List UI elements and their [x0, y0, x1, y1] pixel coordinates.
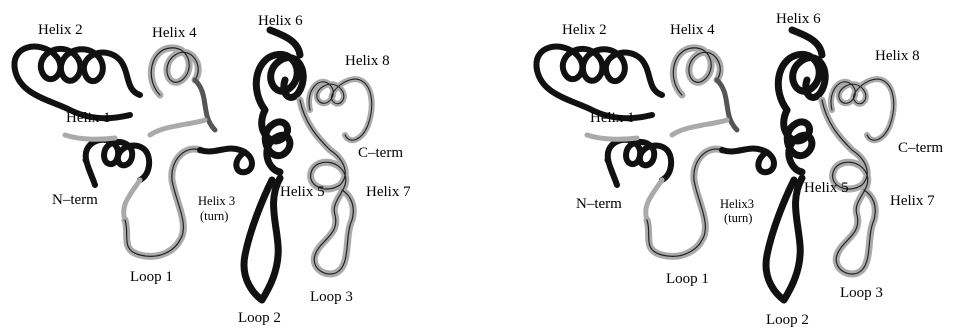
helix8-ribbon [309, 79, 372, 140]
label-helix8: Helix 8 [875, 48, 920, 64]
helix5-loop2-ribbon [766, 110, 812, 300]
label-nterm: N–term [576, 196, 622, 212]
label-nterm: N–term [52, 192, 98, 208]
loop1-ribbon [125, 149, 200, 256]
loop1-ribbon [647, 149, 722, 256]
label-helix3: Helix3 [720, 197, 754, 211]
label-loop2: Loop 2 [238, 310, 281, 326]
label-helix2: Helix 2 [562, 22, 607, 38]
label-helix5: Helix 5 [280, 184, 325, 200]
label-helix4: Helix 4 [152, 25, 197, 41]
label-helix8: Helix 8 [345, 53, 390, 69]
label-helix7: Helix 7 [366, 184, 411, 200]
label-helix4: Helix 4 [670, 22, 715, 38]
left-stereo-panel: Helix 2 Helix 4 Helix 6 Helix 8 Helix 1 … [14, 13, 411, 326]
label-loop3: Loop 3 [310, 289, 353, 305]
label-helix2: Helix 2 [38, 22, 83, 38]
helix5-loop2-ribbon [244, 110, 290, 300]
label-helix3: Helix 3 [198, 194, 235, 208]
label-helix1: Helix 1 [590, 110, 635, 126]
right-stereo-panel: Helix 2 Helix 4 Helix 6 Helix 8 Helix 1 … [536, 11, 943, 328]
label-helix1: Helix 1 [66, 110, 111, 126]
helix8-ribbon [831, 79, 894, 140]
helix2-ribbon [14, 47, 140, 119]
helix3-turn-ribbon [150, 120, 252, 172]
label-helix6: Helix 6 [258, 13, 303, 29]
label-turn: (turn) [724, 211, 752, 225]
label-helix7: Helix 7 [890, 193, 935, 209]
helix2-ribbon [536, 47, 662, 119]
helix6-ribbon [778, 30, 825, 110]
label-loop3: Loop 3 [840, 285, 883, 301]
label-cterm: C–term [358, 145, 403, 161]
helix6-ribbon [256, 30, 303, 110]
helix3-turn-ribbon [672, 120, 774, 172]
label-loop1: Loop 1 [130, 269, 173, 285]
label-loop1: Loop 1 [666, 271, 709, 287]
label-cterm: C–term [898, 140, 943, 156]
label-loop2: Loop 2 [766, 312, 809, 328]
label-turn: (turn) [200, 209, 228, 223]
label-helix5: Helix 5 [804, 180, 849, 196]
label-helix6: Helix 6 [776, 11, 821, 27]
